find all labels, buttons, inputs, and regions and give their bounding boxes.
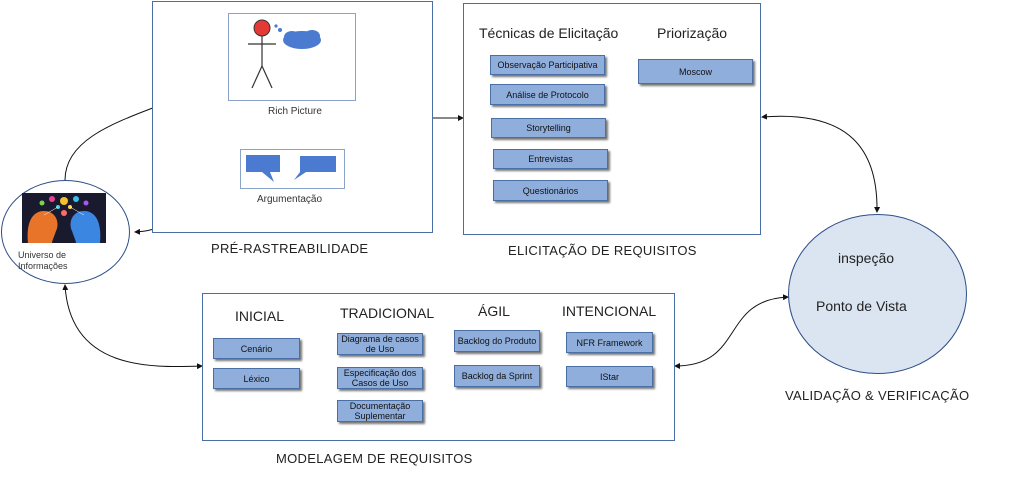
modelagem-backlog-sprint-button[interactable]: Backlog da Sprint [454, 365, 540, 387]
connector-universe-modelagem [62, 284, 203, 370]
validacao-ponto-de-vista-label: Ponto de Vista [816, 298, 907, 314]
universo-label-line1: Universo de [18, 250, 67, 260]
speech-bubbles-icon [246, 155, 336, 182]
modelagem-intencional-heading: INTENCIONAL [562, 303, 657, 319]
validacao-ellipse[interactable] [788, 214, 967, 374]
modelagem-diagrama-button[interactable]: Diagrama de casos de Uso [337, 333, 423, 355]
tecnica-storytelling-button[interactable]: Storytelling [491, 118, 606, 138]
pre-rastreabilidade-caption: PRÉ-RASTREABILIDADE [211, 241, 369, 256]
connector-elicitacao-validacao [761, 113, 881, 213]
tecnica-analise-button[interactable]: Análise de Protocolo [490, 84, 605, 105]
universo-label-line2: Informações [18, 261, 68, 271]
tecnica-entrevistas-button[interactable]: Entrevistas [493, 149, 608, 169]
modelagem-especificacao-button[interactable]: Especificação dos Casos de Uso [337, 367, 423, 389]
connector-modelagem-validacao [674, 294, 789, 369]
modelagem-backlog-produto-button[interactable]: Backlog do Produto [454, 330, 540, 352]
rich-picture-label: Rich Picture [268, 106, 322, 117]
modelagem-nfr-button[interactable]: NFR Framework [566, 332, 653, 353]
priorizacao-heading: Priorização [657, 25, 728, 41]
elicitacao-caption: ELICITAÇÃO DE REQUISITOS [508, 243, 697, 258]
argumentacao-label: Argumentação [257, 194, 323, 205]
brain-network-icon [22, 193, 106, 243]
modelagem-tradicional-heading: TRADICIONAL [340, 305, 435, 321]
validacao-inspecao-label: inspeção [838, 250, 895, 266]
modelagem-documentacao-button[interactable]: Documentação Suplementar [337, 400, 423, 422]
modelagem-istar-button[interactable]: IStar [566, 366, 653, 387]
modelagem-caption: MODELAGEM DE REQUISITOS [276, 451, 473, 466]
modelagem-lexico-button[interactable]: Léxico [213, 368, 300, 389]
modelagem-agil-heading: ÁGIL [478, 303, 510, 319]
tecnica-observacao-button[interactable]: Observação Participativa [490, 55, 605, 75]
modelagem-cenario-button[interactable]: Cenário [213, 338, 300, 359]
tecnica-questionarios-button[interactable]: Questionários [493, 180, 608, 201]
tecnicas-heading: Técnicas de Elicitação [479, 25, 619, 41]
rich-picture-frame[interactable] [228, 13, 356, 101]
modelagem-inicial-heading: INICIAL [235, 308, 285, 324]
priorizacao-moscow-button[interactable]: Moscow [638, 59, 753, 84]
stick-figure-icon [248, 19, 321, 89]
validacao-caption: VALIDAÇÃO & VERIFICAÇÃO [785, 388, 970, 403]
